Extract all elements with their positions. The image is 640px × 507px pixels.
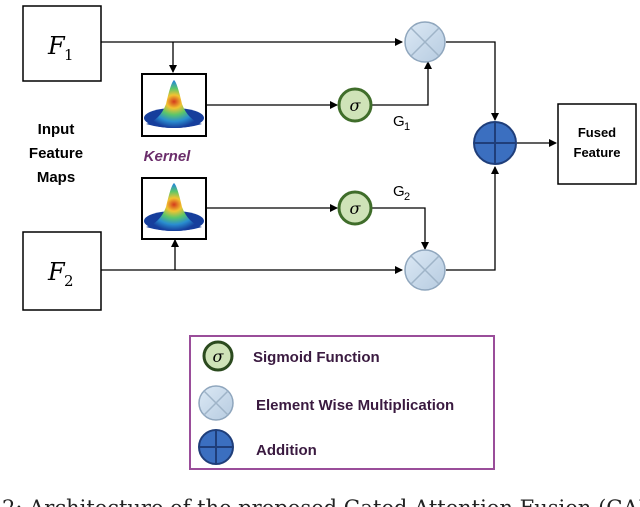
legend-sigmoid-symbol: σ <box>213 347 225 366</box>
input-feature-f2: F 2 <box>22 231 102 311</box>
input-feature-maps-line-2: Feature <box>29 145 83 162</box>
fused-feature-line-1: Fused <box>578 125 616 140</box>
input-feature-maps-line-3: Maps <box>37 169 75 186</box>
f2-subscript: 2 <box>64 272 74 290</box>
g1-subscript: 1 <box>404 121 410 133</box>
f1-symbol: F <box>47 32 66 60</box>
figure-caption: 2: Architecture of the proposed Gated At… <box>2 496 640 507</box>
g2-subscript: 2 <box>404 191 410 203</box>
sigmoid-node-1: σ <box>337 87 373 123</box>
kernel-2-gaussian-icon <box>141 177 207 240</box>
legend: σ Sigmoid Function Element Wise Multipli… <box>189 335 495 470</box>
addition-node <box>473 121 517 165</box>
legend-addition-label: Addition <box>256 442 317 459</box>
gate-label-g2: G 2 <box>393 183 410 203</box>
fused-feature-box: Fused Feature <box>557 103 637 185</box>
connections <box>101 38 557 274</box>
sigmoid-1-symbol: σ <box>350 96 362 115</box>
multiply-node-1 <box>404 21 446 63</box>
multiply-node-2 <box>404 249 446 291</box>
legend-addition-icon <box>198 429 234 465</box>
legend-sigmoid-label: Sigmoid Function <box>253 349 380 366</box>
g1-symbol: G <box>393 113 405 130</box>
gate-label-g1: G 1 <box>393 113 410 133</box>
f2-symbol: F <box>47 258 66 286</box>
legend-multiply-icon <box>198 385 234 421</box>
legend-sigmoid-icon: σ <box>202 340 234 372</box>
kernel-label: Kernel <box>144 148 192 165</box>
fused-feature-line-2: Feature <box>574 145 621 160</box>
kernel-1-gaussian-icon <box>141 73 207 137</box>
f1-subscript: 1 <box>64 46 74 64</box>
g2-symbol: G <box>393 183 405 200</box>
sigmoid-2-symbol: σ <box>350 199 362 218</box>
legend-multiply-label: Element Wise Multiplication <box>256 397 454 414</box>
input-feature-f1: F 1 <box>22 5 102 82</box>
sigmoid-node-2: σ <box>337 190 373 226</box>
input-feature-maps-line-1: Input <box>38 121 75 138</box>
